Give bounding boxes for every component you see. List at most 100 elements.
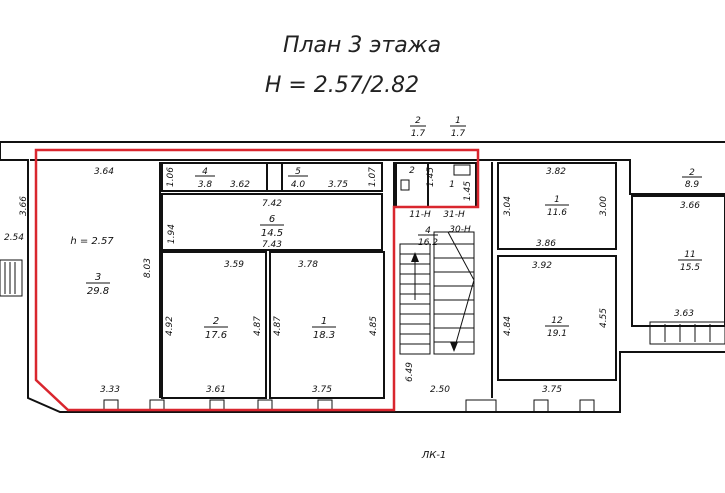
windows [103,399,595,413]
window [579,399,595,413]
dim-label: 3.75 [312,385,332,395]
top-refs: 2 1.7 1 1.7 [410,116,466,139]
highlighted-unit-outline [34,148,480,412]
balcony-left [0,259,23,297]
dim-label: 3.62 [230,180,250,190]
dim-label: 4.85 [369,316,379,336]
room-e1-box [497,162,617,250]
dim-label: 3.78 [298,260,318,270]
balcony-right [649,321,725,345]
room-4-box [161,162,283,192]
dim-label: 4.55 [599,308,609,328]
room-e2-number: 2 [689,168,695,178]
window [103,399,119,413]
stair-label-c: 30-Н [449,225,471,235]
sink-icon [453,164,471,176]
room-1-number: 1 [321,316,327,327]
dim-label: 3.75 [328,180,348,190]
room-6-number: 6 [269,214,275,225]
wc-1-number: 1 [449,180,455,190]
dimension-labels: 3.64 3.66 2.54 8.03 3.33 3.61 3.75 1.06 … [4,167,700,395]
dim-label: 1.45 [463,181,473,201]
dim-label: 3.59 [224,260,244,270]
window [257,399,273,413]
stair-label-b: 31-Н [443,210,465,220]
dim-label: 2.50 [430,385,450,395]
dim-label: 3.63 [674,309,694,319]
room-e1-number: 1 [554,195,560,205]
dim-label: 4.87 [273,316,283,336]
room-e11-box [631,195,725,327]
wall-outer-south [0,142,725,413]
room-1-area: 18.3 [313,330,335,341]
room-e2-area: 8.9 [685,180,700,190]
room-5-number: 5 [295,167,301,177]
stair-flight-right [433,231,475,355]
room-e12-area: 19.1 [547,329,567,339]
dim-label: 7.43 [262,240,282,250]
room-2-area: 17.6 [205,330,227,341]
height-label: H = 2.57/2.82 [265,73,419,98]
stair-arrow-up-icon [411,252,419,262]
dim-label: 1.94 [167,224,177,244]
top-ref-den: 1.7 [451,129,466,139]
dim-label: 1.07 [368,167,378,187]
room-1-box [269,251,385,399]
dim-label: 6.49 [405,362,415,382]
wc-fixtures [400,164,471,191]
stair-arrow-down-icon [450,342,458,352]
dim-label: 7.42 [262,199,282,209]
dim-label: 3.75 [542,385,562,395]
room-2-box [161,251,267,399]
stair-number: 4 [425,226,431,236]
room-e12-box [497,255,617,381]
toilet-icon [400,179,410,191]
room-e11-number: 11 [684,250,695,260]
top-ref-num: 2 [415,116,421,126]
room-labels: h = 2.57 3 29.8 2 17.6 1 18.3 4 3.8 5 4.… [70,166,702,341]
room-e12-number: 12 [551,316,563,326]
dim-label: 4.92 [165,316,175,336]
room-height: h = 2.57 [70,236,114,247]
top-ref-num: 1 [455,116,461,126]
staircase [399,231,475,355]
room-e1-area: 11.6 [547,208,567,218]
stair-arrow-line [447,231,475,351]
stair-area: 16.2 [418,238,438,248]
dim-label: 3.33 [100,385,120,395]
stair-label-a: 11-Н [409,210,431,220]
room-6-area: 14.5 [261,228,283,239]
dim-label: 1.06 [166,167,176,187]
room-3-number: 3 [95,272,101,283]
dim-label: 8.03 [143,258,153,278]
dim-label: 4.84 [503,316,513,336]
room-6-box [161,193,383,251]
room-5-area: 4.0 [291,180,306,190]
dim-label: 3.04 [503,196,513,216]
plan-title: План 3 этажа [283,33,441,58]
wall-inner-north [30,159,725,195]
window [149,399,165,413]
dim-label: 3.66 [19,196,29,216]
dim-label: 3.00 [599,196,609,216]
wc-2-number: 2 [409,166,415,176]
room-3-area: 29.8 [87,286,109,297]
interior-walls [159,162,725,399]
dim-label: 3.86 [536,239,556,249]
room-5-box [266,162,383,192]
room-4-area: 3.8 [198,180,213,190]
section-label: ЛК-1 [421,450,447,461]
window [465,399,497,413]
dim-label: 3.64 [94,167,114,177]
top-ref-den: 1.7 [411,129,426,139]
dim-label: 2.54 [4,233,24,243]
window [317,399,333,413]
dim-label: 3.61 [206,385,226,395]
room-4-number: 4 [202,167,208,177]
dim-label: 3.82 [546,167,566,177]
dim-label: 1.45 [426,167,436,187]
room-2-number: 2 [213,316,219,327]
window [533,399,549,413]
dim-label: 3.66 [680,201,700,211]
